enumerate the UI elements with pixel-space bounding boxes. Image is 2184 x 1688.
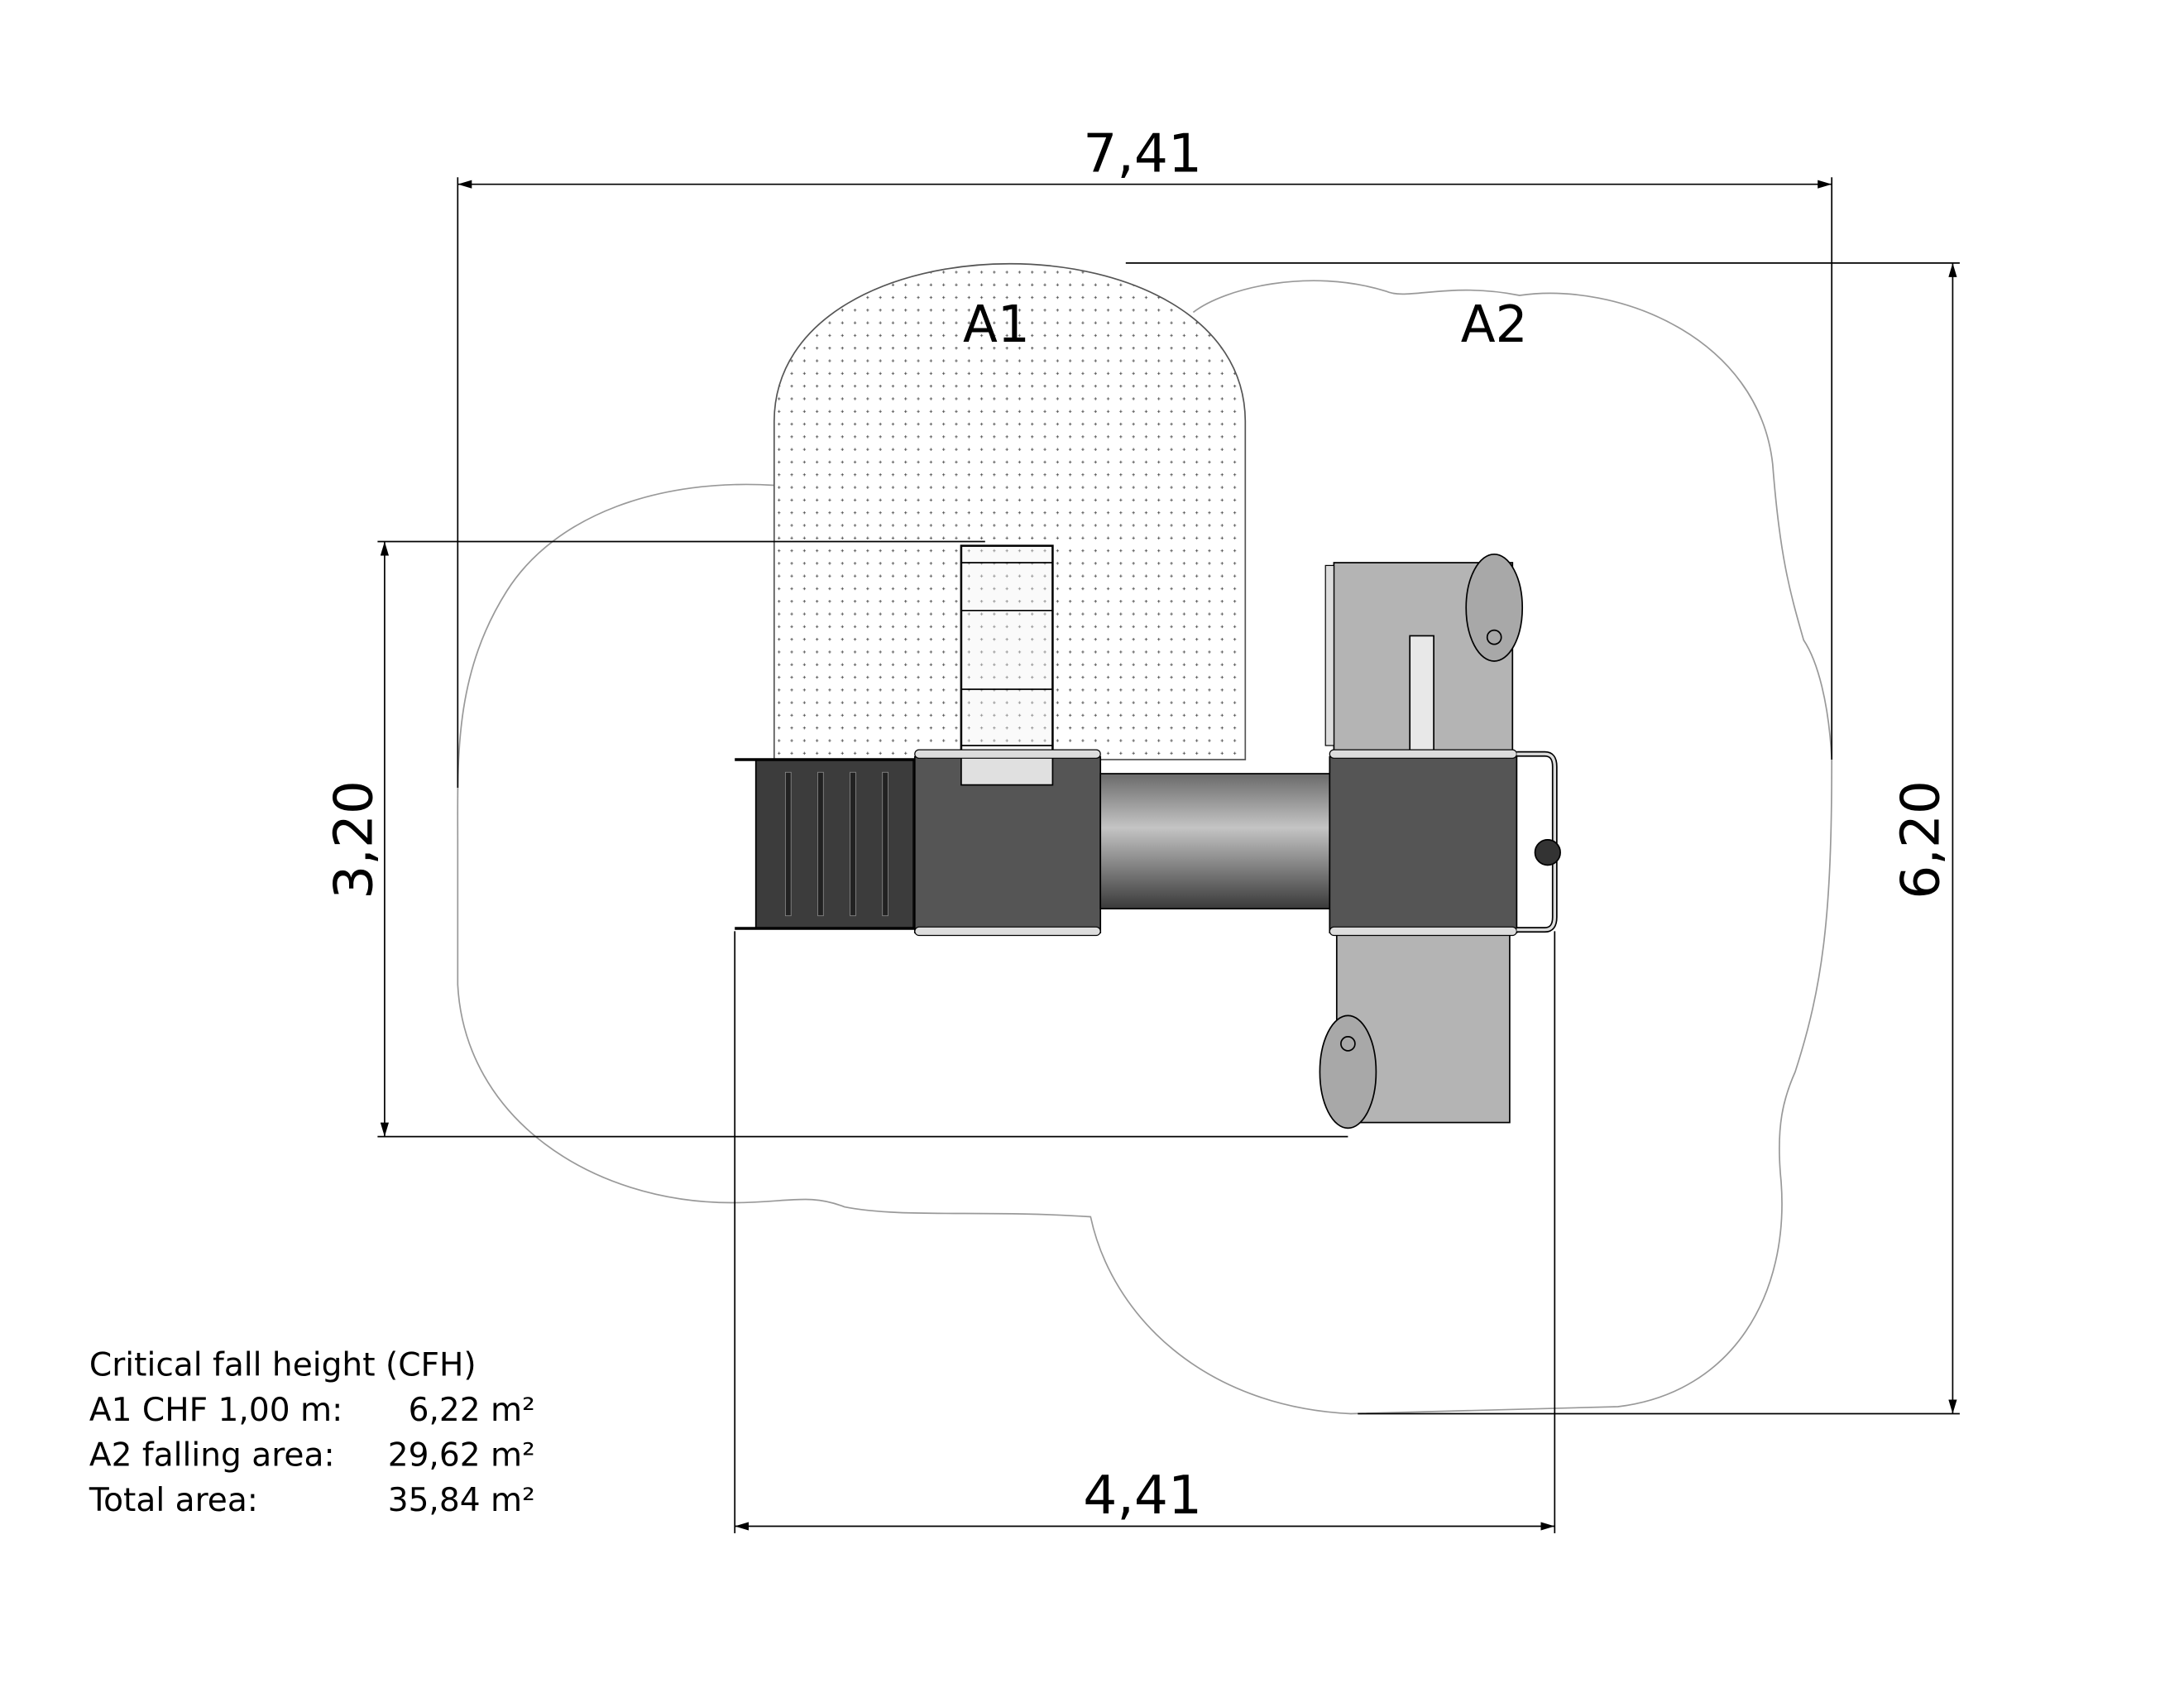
legend-a1-label: A1 CHF 1,00 m: <box>89 1392 342 1429</box>
ladder <box>960 544 1054 782</box>
platform-left <box>913 749 1102 937</box>
a1-label: A1 <box>963 295 1030 354</box>
area-legend: Critical fall height (CFH) A1 CHF 1,00 m… <box>89 1347 535 1519</box>
dimension-lower-width: 4,41 <box>734 931 1556 1533</box>
a1-impact-area <box>773 263 1247 760</box>
svg-text:4,41: 4,41 <box>1083 1465 1202 1527</box>
dimension-overall-depth: 6,20 <box>1125 262 1960 1415</box>
legend-a1-value: 6,22 m² <box>409 1392 535 1429</box>
legend-total-label: Total area: <box>89 1482 258 1519</box>
pole <box>1409 635 1434 766</box>
dimension-equipment-depth: 3,20 <box>323 540 1348 1138</box>
roof-ellipse-bottom <box>1319 1014 1377 1129</box>
svg-text:3,20: 3,20 <box>323 780 386 899</box>
steering-wheel-icon <box>1534 839 1561 866</box>
svg-text:7,41: 7,41 <box>1083 122 1202 185</box>
roof-ellipse-top <box>1465 553 1524 662</box>
dimension-overall-width: 7,41 <box>457 122 1833 788</box>
crawl-tunnel <box>1099 773 1331 910</box>
platform-right <box>1319 553 1561 1129</box>
legend-title: Critical fall height (CFH) <box>89 1347 477 1384</box>
legend-a2-label: A2 falling area: <box>89 1436 335 1474</box>
svg-text:6,20: 6,20 <box>1889 780 1952 899</box>
stairs <box>735 758 915 930</box>
legend-a2-value: 29,62 m² <box>388 1436 535 1474</box>
a2-label: A2 <box>1461 295 1528 354</box>
legend-total-value: 35,84 m² <box>388 1482 535 1519</box>
a2-falling-area-outline <box>457 280 1833 1415</box>
